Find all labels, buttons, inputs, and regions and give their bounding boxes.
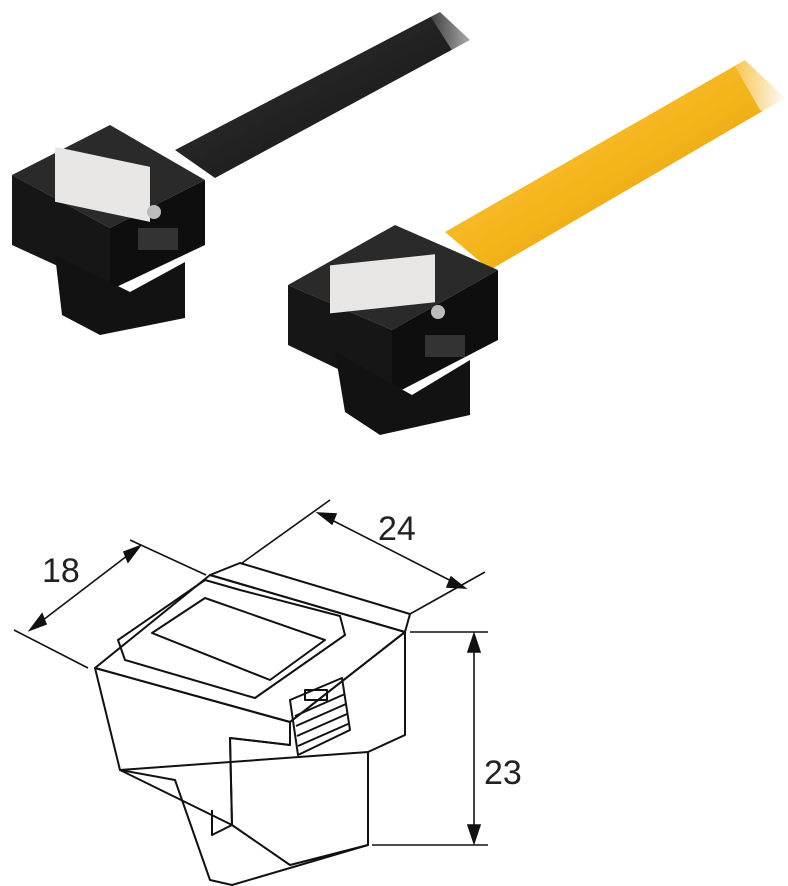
black-side-slot (138, 228, 178, 250)
depth-dimension-line (317, 512, 466, 589)
width-extension-left (13, 629, 89, 669)
yellow-connector-side (392, 270, 498, 395)
depth-dimension-label: 24 (378, 510, 416, 548)
drawing-slot-line-1 (294, 693, 346, 717)
yellow-connector-front (288, 285, 392, 395)
drawing-top-rim (117, 579, 346, 699)
depth-arrow-end (445, 575, 468, 589)
drawing-slot-tab (304, 689, 328, 701)
yellow-screw (431, 305, 445, 319)
black-cable-body (175, 12, 470, 178)
black-screw (147, 205, 161, 219)
yellow-latch (330, 254, 435, 314)
dimension-depth (241, 499, 486, 615)
width-extension-right (129, 539, 207, 576)
height-arrow-top (466, 631, 482, 653)
drawing-slot-line-3 (296, 713, 348, 737)
drawing-side-face (229, 631, 406, 866)
width-arrow-start (27, 612, 48, 632)
yellow-cable (288, 40, 788, 435)
width-dimension-line (29, 545, 141, 631)
yellow-side-slot (425, 335, 465, 357)
drawing-side-slot (289, 677, 351, 756)
width-arrow-end (122, 544, 143, 564)
drawing-foot (119, 751, 369, 886)
height-dimension-label: 23 (484, 754, 522, 792)
dimension-width (13, 539, 207, 669)
drawing-slot-line-4 (297, 723, 349, 747)
depth-extension-right (409, 571, 486, 615)
drawing-latch-window (151, 597, 326, 681)
black-connector-front (12, 175, 110, 290)
drawing-foot-notch (211, 810, 233, 836)
yellow-cable-fade (720, 40, 788, 120)
yellow-connector-foot (335, 352, 470, 435)
yellow-connector (288, 225, 498, 435)
black-cable (12, 0, 500, 335)
depth-extension-left (241, 499, 331, 564)
dimension-height (372, 631, 488, 846)
black-connector-foot (55, 255, 185, 335)
drawing-top-face (94, 574, 406, 723)
depth-arrow-start (315, 512, 338, 526)
yellow-cable-body (445, 60, 785, 270)
black-cable-fade (420, 0, 500, 60)
black-connector (12, 125, 205, 335)
black-latch (55, 146, 150, 222)
connector-line-drawing (94, 562, 411, 886)
drawing-slot-line-2 (295, 703, 347, 727)
width-dimension-label: 18 (42, 552, 80, 590)
height-arrow-bottom (466, 824, 482, 846)
